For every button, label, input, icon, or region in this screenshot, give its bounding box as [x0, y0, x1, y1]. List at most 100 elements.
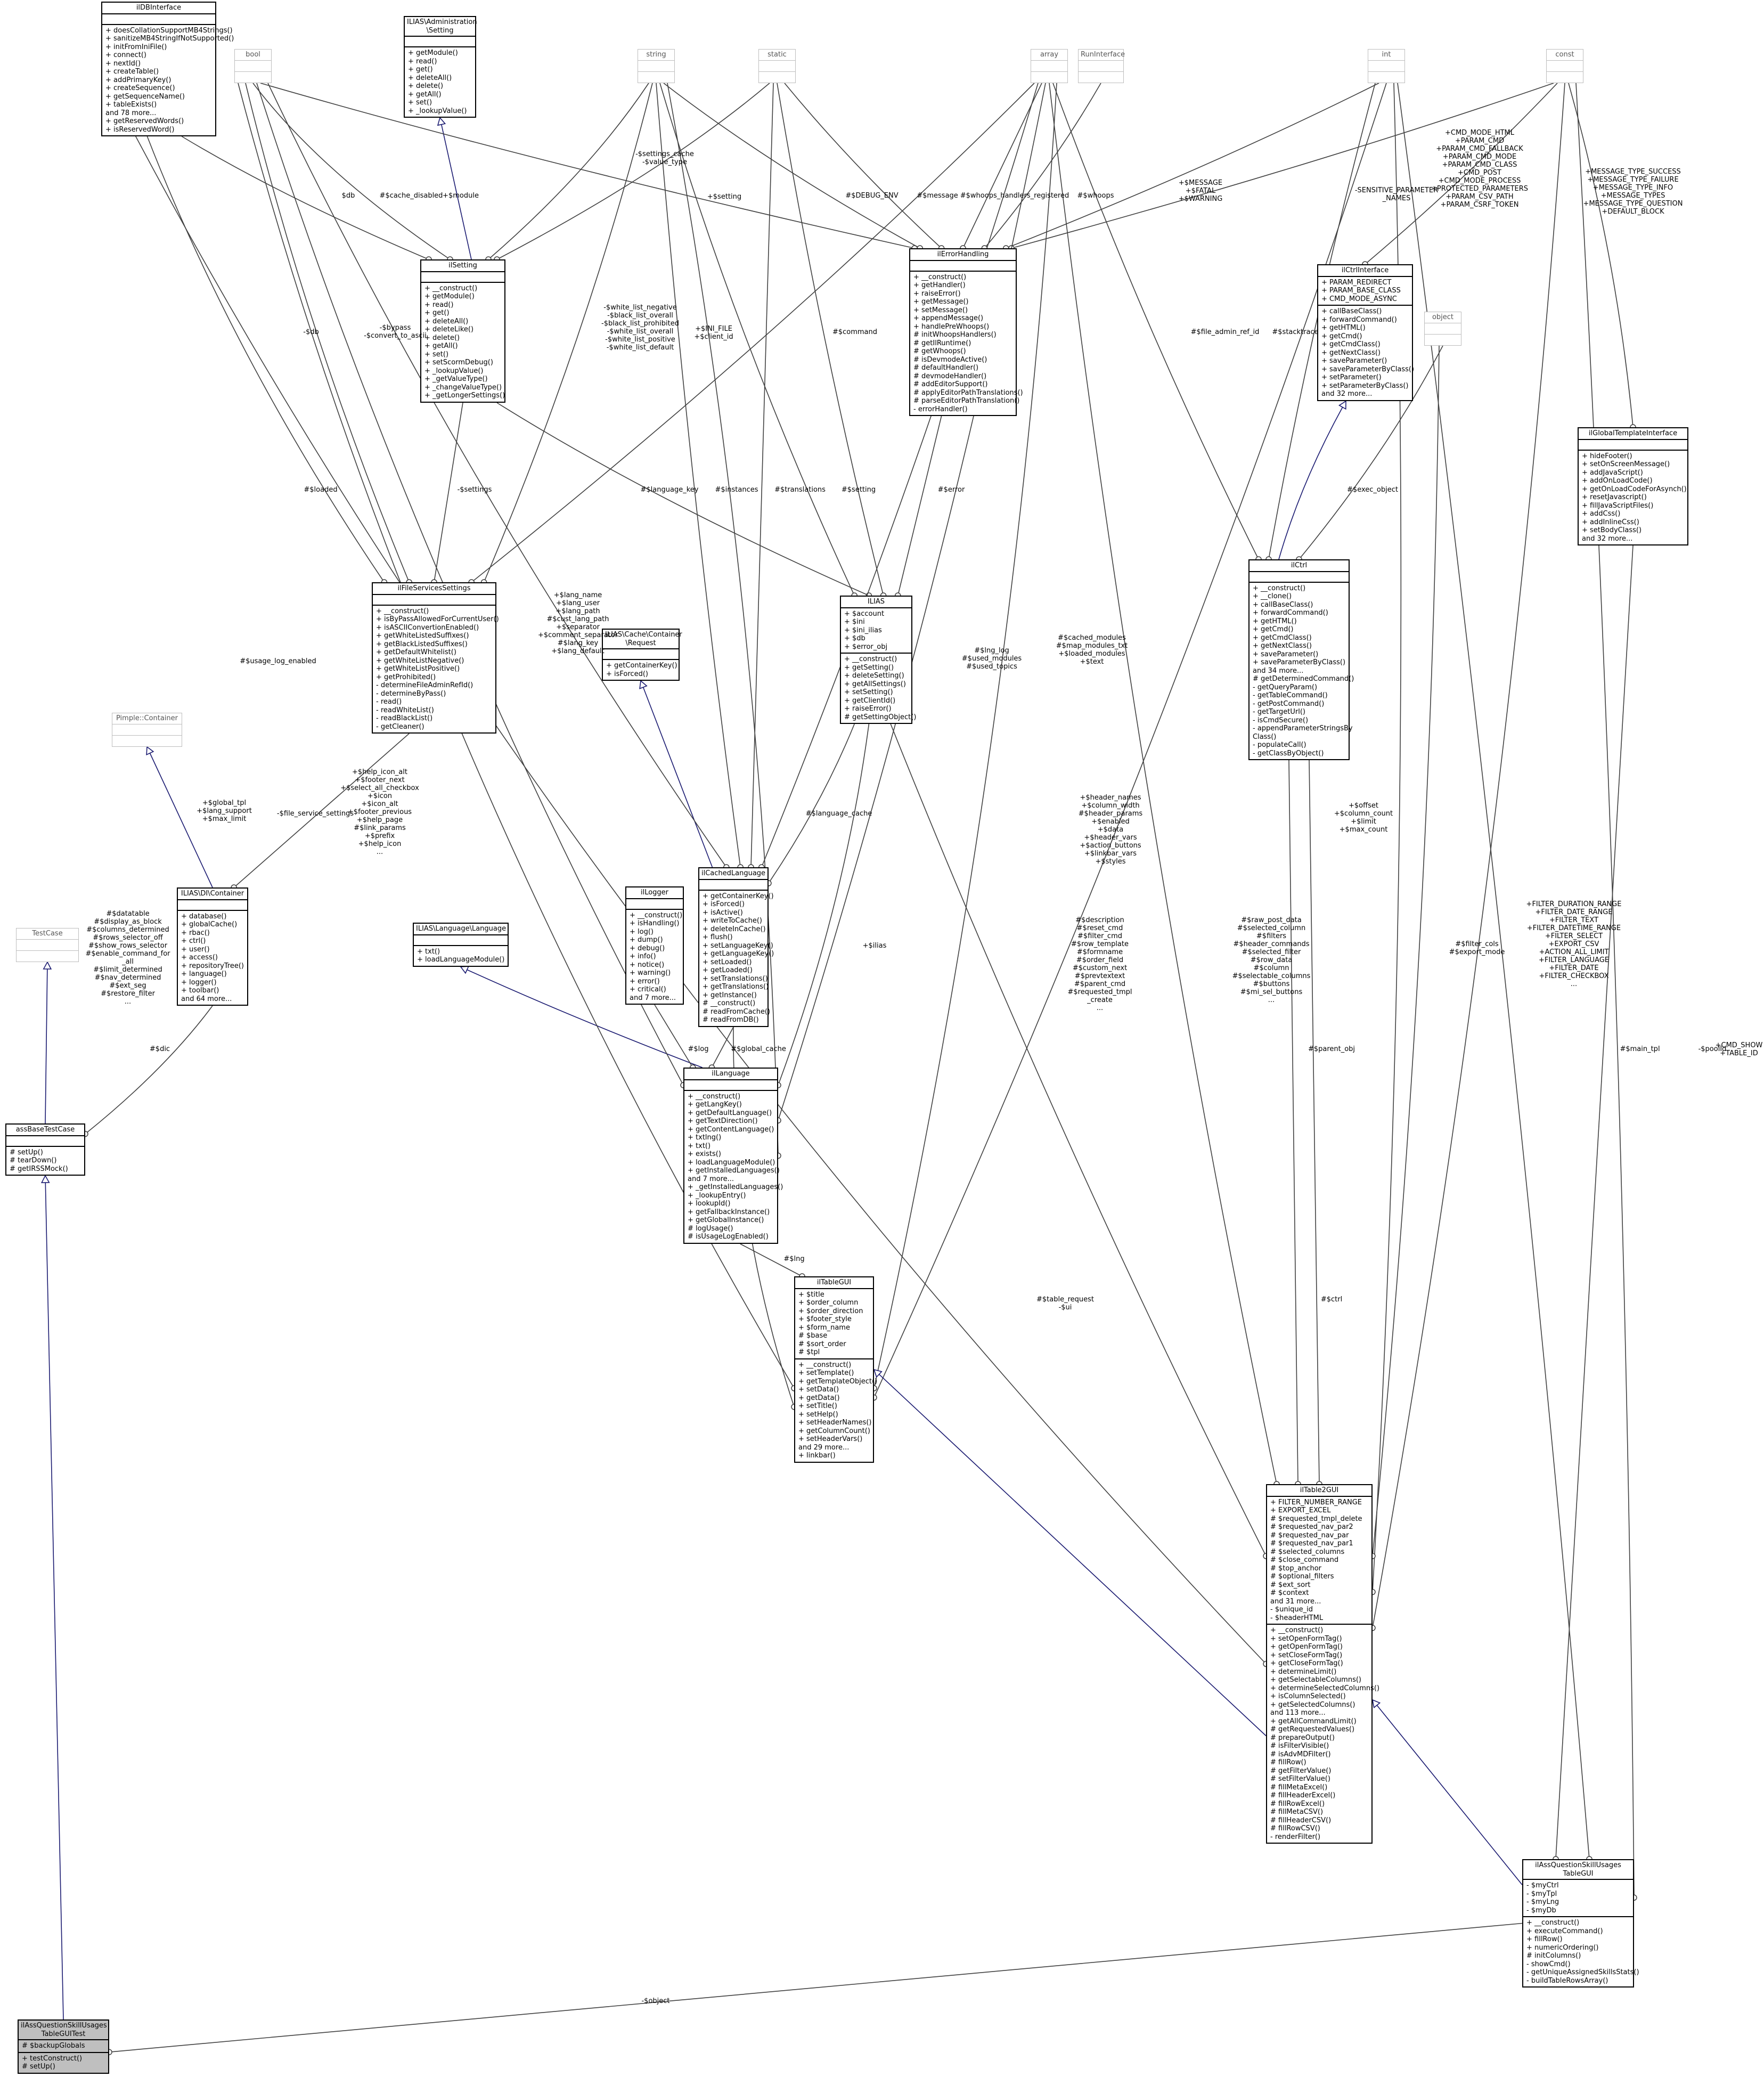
class-method: + getClientId() — [844, 696, 896, 705]
class-methods: + txt()+ loadLanguageModule() — [414, 946, 508, 966]
class-method: + info() — [630, 952, 656, 960]
class-node-iliasdicontainer[interactable]: ILIAS\DI\Container+ database()+ globalCa… — [177, 887, 248, 1006]
class-method: + appendMessage() — [913, 314, 984, 322]
association-edge — [962, 83, 1042, 249]
edge-label: #$translations — [774, 486, 826, 494]
edge-label: -$settings_cache -$value_type — [635, 150, 694, 166]
class-title: ilLanguage — [684, 1069, 777, 1080]
class-method: + deleteAll() — [408, 74, 452, 82]
inheritance-edge — [1278, 401, 1346, 560]
class-method: + createSequence() — [105, 84, 175, 92]
association-edge — [777, 83, 884, 596]
class-method: + getCmdClass() — [1253, 633, 1312, 642]
class-node-static[interactable]: static — [758, 49, 796, 83]
class-node-ilglobaltemplateinterface[interactable]: ilGlobalTemplateInterface+ hideFooter()+… — [1578, 427, 1688, 545]
class-method: + user() — [181, 945, 210, 954]
class-method: + _lookupValue() — [424, 366, 484, 375]
class-method: + __construct() — [376, 607, 429, 615]
class-method: + __construct() — [688, 1092, 741, 1101]
class-method: + toolbar() — [181, 987, 219, 995]
class-method: - appendParameterStringsBy — [1253, 724, 1353, 732]
association-edge — [233, 733, 410, 888]
class-attribute: # $optional_filters — [1270, 1573, 1334, 1581]
class-method: + language() — [181, 970, 227, 978]
class-method: + _getLongerSettings() — [424, 392, 505, 400]
class-title: string — [638, 50, 674, 61]
class-node-object[interactable]: object — [1424, 312, 1461, 346]
association-edge — [750, 83, 774, 868]
class-attributes: + PARAM_REDIRECT+ PARAM_BASE_CLASS+ CMD_… — [1318, 277, 1412, 306]
class-node-ilassquestionskillusagestablegui[interactable]: ilAssQuestionSkillUsages TableGUI- $myCt… — [1522, 1859, 1639, 1988]
class-node-ilctrlinterface[interactable]: ilCtrlInterface+ PARAM_REDIRECT+ PARAM_B… — [1317, 264, 1414, 401]
class-attributes — [1368, 61, 1404, 72]
class-method: + sanitizeMB4StringIfNotSupported() — [105, 35, 234, 43]
inheritance-edge — [873, 1369, 1267, 1737]
class-methods: + __construct()+ getLangKey()+ getDefaul… — [684, 1091, 783, 1243]
class-method: + isHandling() — [630, 919, 680, 927]
class-attribute: # $tpl — [798, 1348, 820, 1356]
class-node-string[interactable]: string — [638, 49, 675, 83]
class-node-ilassquestionskillusagestableguitest[interactable]: ilAssQuestionSkillUsages TableGUITest# $… — [18, 2019, 109, 2074]
class-node-runinterface[interactable]: RunInterface — [1078, 49, 1125, 83]
class-method: # devmodeHandler() — [913, 372, 987, 380]
association-edge — [471, 83, 1035, 583]
class-attributes — [235, 61, 271, 72]
class-node-int[interactable]: int — [1368, 49, 1405, 83]
class-title: int — [1368, 50, 1404, 61]
class-method: + handlePreWhoops() — [913, 322, 990, 331]
class-node-ilsetting[interactable]: ilSetting+ __construct()+ getModule()+ r… — [420, 259, 505, 403]
class-node-iliascachecontainerrequest[interactable]: ILIAS\Cache\Container \Request+ getConta… — [602, 629, 682, 681]
association-edge — [267, 83, 727, 868]
class-node-ilerrorhandling[interactable]: ilErrorHandling+ __construct()+ getHandl… — [909, 248, 1023, 416]
class-node-ildbinterface[interactable]: ilDBInterface+ doesCollationSupportMB4St… — [101, 2, 234, 136]
class-attribute: + CMD_MODE_ASYNC — [1321, 295, 1397, 303]
class-node-pimplecontainer[interactable]: Pimple::Container — [112, 713, 182, 747]
class-method: + getAllCommandLimit() — [1270, 1717, 1357, 1725]
class-method: + flush() — [703, 933, 733, 941]
class-node-bool[interactable]: bool — [234, 49, 272, 83]
class-method: + getContainerKey() — [606, 662, 677, 670]
class-title: ilTableGUI — [795, 1277, 873, 1289]
class-node-ilias[interactable]: ILIAS+ $account+ $ini+ $ini_ilias+ $db+ … — [840, 596, 916, 724]
class-node-illogger[interactable]: ilLogger+ __construct()+ isHandling()+ l… — [625, 886, 684, 1005]
class-node-iliaslanguagelanguage[interactable]: ILIAS\Language\Language+ txt()+ loadLang… — [413, 923, 509, 967]
edge-label: #$command — [832, 328, 878, 336]
edge-label: #$language_cache — [805, 810, 872, 818]
class-method: + __construct() — [1253, 584, 1306, 592]
class-title: ilSetting — [421, 260, 504, 272]
class-method: + isASCIIConvertionEnabled() — [376, 623, 479, 632]
class-node-iliasadminsetting[interactable]: ILIAS\Administration \Setting+ getModule… — [404, 16, 477, 118]
class-node-testcase[interactable]: TestCase — [16, 928, 79, 962]
class-node-ilctrl[interactable]: ilCtrl+ __construct()+ __clone()+ callBa… — [1248, 559, 1354, 760]
class-method: + loadLanguageModule() — [417, 956, 505, 964]
class-method: # defaultHandler() — [913, 364, 979, 372]
class-method: + getModule() — [424, 292, 475, 300]
class-node-iltable2gui[interactable]: ilTable2GUI+ FILTER_NUMBER_RANGE+ EXPORT… — [1266, 1484, 1379, 1844]
class-node-ilfileservicessettings[interactable]: ilFileServicesSettings+ __construct()+ i… — [372, 582, 499, 734]
class-method: + isReservedWord() — [105, 125, 175, 134]
class-node-assbasetestcase[interactable]: assBaseTestCase# setUp()# tearDown()# ge… — [5, 1123, 85, 1176]
class-node-ilcachedlanguage[interactable]: ilCachedLanguage+ getContainerKey()+ isF… — [698, 867, 774, 1027]
class-attribute: + $ini — [844, 618, 865, 626]
class-title: RunInterface — [1079, 50, 1125, 61]
class-node-illanguage[interactable]: ilLanguage + __construct()+ getLangKey()+… — [683, 1068, 783, 1244]
class-method: # getWhoops() — [913, 347, 966, 355]
class-methods: + __construct()+ __clone()+ callBaseClas… — [1250, 583, 1354, 760]
edge-label: #$instances — [715, 486, 758, 494]
inheritance-arrowhead — [1371, 1699, 1381, 1708]
class-title: object — [1425, 312, 1461, 323]
class-attribute: + $form_name — [798, 1323, 850, 1332]
class-methods — [1368, 72, 1404, 83]
class-method: + _changeValueType() — [424, 383, 502, 392]
class-method: + saveParameterByClass() — [1253, 658, 1346, 666]
class-node-const[interactable]: const — [1546, 49, 1583, 83]
class-method: + getCloseFormTag() — [1270, 1659, 1343, 1667]
class-node-array[interactable]: array — [1031, 49, 1068, 83]
class-attribute: # $sort_order — [798, 1340, 846, 1348]
edge-label: -$white_list_negative -$black_list_overa… — [601, 304, 679, 352]
class-attribute: - $myLng — [1526, 1898, 1559, 1906]
edge-label: #$language_key — [640, 486, 699, 494]
class-attributes — [638, 61, 674, 72]
class-node-iltablegui[interactable]: ilTableGUI+ $title+ $order_column+ $orde… — [794, 1276, 877, 1463]
class-method: + notice() — [630, 960, 665, 969]
